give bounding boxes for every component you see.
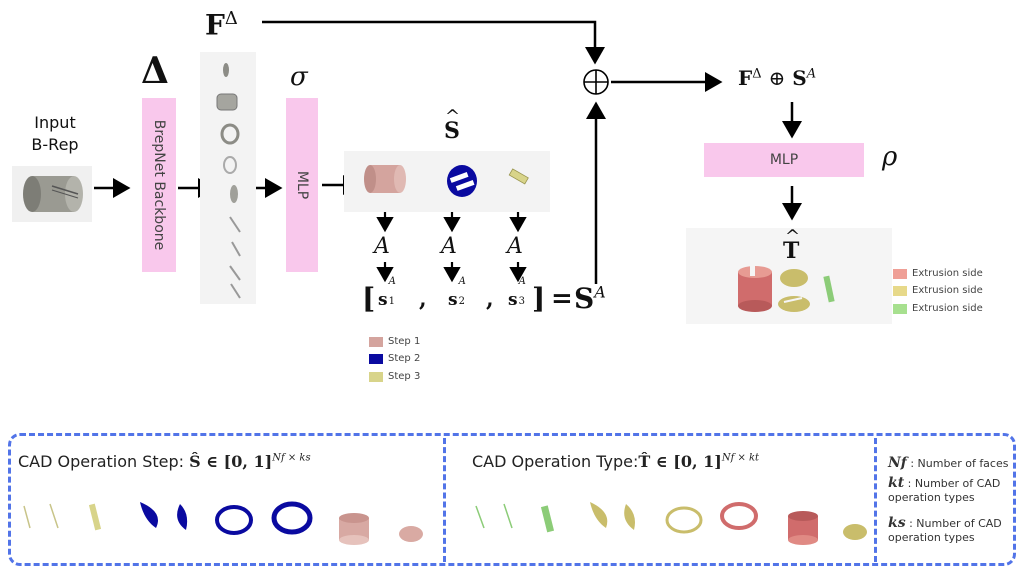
arrow-f-delta-to-oplus bbox=[262, 20, 605, 65]
step1-cylinder-icon bbox=[364, 165, 406, 193]
step-item-3: s A 3 bbox=[508, 276, 526, 310]
rho-symbol: ρ bbox=[882, 142, 898, 172]
brepnet-backbone-block: BrepNet Backbone bbox=[142, 98, 176, 272]
face-feature-shapes bbox=[216, 63, 241, 299]
panel-type-title: CAD Operation Type:T̂ ∈ [0, 1]Nf × kt bbox=[472, 452, 760, 471]
vector-close-bracket: ] bbox=[532, 282, 546, 315]
note-kt: kt : Number of CAD operation types bbox=[888, 475, 1001, 504]
step-legend-2: Step 2 bbox=[369, 353, 420, 364]
mlp-rho-label: MLP bbox=[769, 152, 799, 168]
face-shape-7 bbox=[231, 241, 241, 257]
panel-divider-2 bbox=[874, 438, 877, 562]
face-shape-5 bbox=[230, 185, 238, 203]
input-label-line2: B-Rep bbox=[31, 135, 79, 154]
fused-feature-label: FΔ ⊕ SA bbox=[738, 66, 817, 90]
vector-comma-1: , bbox=[419, 286, 427, 312]
type-legend-1: Extrusion side bbox=[893, 268, 983, 279]
t-hat-label: ^ T bbox=[783, 226, 801, 264]
vector-open-bracket: [ bbox=[362, 282, 376, 315]
type-panel-shapes bbox=[475, 502, 867, 545]
mlp-sigma-label: MLP bbox=[294, 170, 310, 200]
input-label-line1: Input bbox=[34, 113, 76, 132]
s-hat-shapes bbox=[364, 165, 529, 197]
input-label: Input B-Rep bbox=[20, 112, 90, 156]
note-ks: ks : Number of CAD operation types bbox=[888, 515, 1002, 544]
face-shape-1 bbox=[223, 63, 229, 77]
t-hat-shapes bbox=[738, 266, 835, 312]
brep-cylinder-icon bbox=[23, 176, 83, 212]
face-features-column bbox=[200, 52, 256, 304]
note-nf: Nf : Number of faces bbox=[888, 455, 1009, 471]
a-symbol-1: A bbox=[374, 234, 390, 259]
step-item-1: s A 1 bbox=[378, 276, 396, 310]
step-panel-shapes bbox=[23, 501, 423, 545]
face-shape-8 bbox=[229, 265, 241, 281]
step-vector: [ s A 1 , s A 2 , s A 3 ] = SA bbox=[362, 276, 632, 322]
backbone-label: BrepNet Backbone bbox=[151, 119, 167, 251]
type-yellow-swatch bbox=[893, 285, 907, 296]
t-hat-text: T bbox=[783, 238, 800, 264]
vector-equals: = bbox=[551, 284, 573, 314]
a-symbol-2: A bbox=[441, 234, 457, 259]
s-hat-shapes-panel bbox=[344, 151, 550, 212]
sigma-symbol: σ bbox=[290, 62, 308, 92]
vector-comma-2: , bbox=[486, 286, 494, 312]
face-shape-9 bbox=[230, 283, 241, 299]
step2-swatch bbox=[369, 353, 383, 364]
delta-symbol: Δ bbox=[141, 50, 169, 92]
step-legend-3: Step 3 bbox=[369, 371, 420, 382]
f-delta-base: F bbox=[205, 8, 225, 42]
step1-swatch bbox=[369, 336, 383, 347]
face-shape-4 bbox=[223, 156, 237, 174]
step3-slab-icon bbox=[508, 168, 529, 185]
type-yellow-disc-icon bbox=[778, 269, 810, 312]
s-a-result: SA bbox=[574, 282, 606, 315]
type-legend-2: Extrusion side bbox=[893, 285, 983, 296]
face-shape-2 bbox=[216, 93, 238, 111]
panel-step-title: CAD Operation Step: Ŝ ∈ [0, 1]Nf × ks bbox=[18, 452, 311, 471]
input-brep-image bbox=[12, 166, 92, 222]
type-red-cylinder-icon bbox=[738, 266, 772, 312]
step3-swatch bbox=[369, 371, 383, 382]
s-hat-label: ^ S bbox=[444, 106, 461, 144]
step-legend-1: Step 1 bbox=[369, 336, 420, 347]
type-green-slab-icon bbox=[823, 275, 835, 303]
f-delta-sup: Δ bbox=[224, 8, 238, 29]
face-shape-6 bbox=[229, 216, 241, 233]
step-item-2: s A 2 bbox=[448, 276, 466, 310]
s-hat-text: S bbox=[444, 118, 460, 144]
f-delta-label: FΔ bbox=[205, 8, 238, 41]
a-symbol-3: A bbox=[507, 234, 523, 259]
type-legend-3: Extrusion side bbox=[893, 303, 983, 314]
panel-divider-1 bbox=[443, 438, 446, 562]
mlp-rho-block: MLP bbox=[704, 143, 864, 177]
mlp-sigma-block: MLP bbox=[286, 98, 318, 272]
type-green-swatch bbox=[893, 303, 907, 314]
type-red-swatch bbox=[893, 268, 907, 279]
step2-ring-icon bbox=[447, 165, 477, 197]
face-shape-3 bbox=[220, 123, 240, 145]
bottom-legend-panel bbox=[8, 433, 1016, 566]
